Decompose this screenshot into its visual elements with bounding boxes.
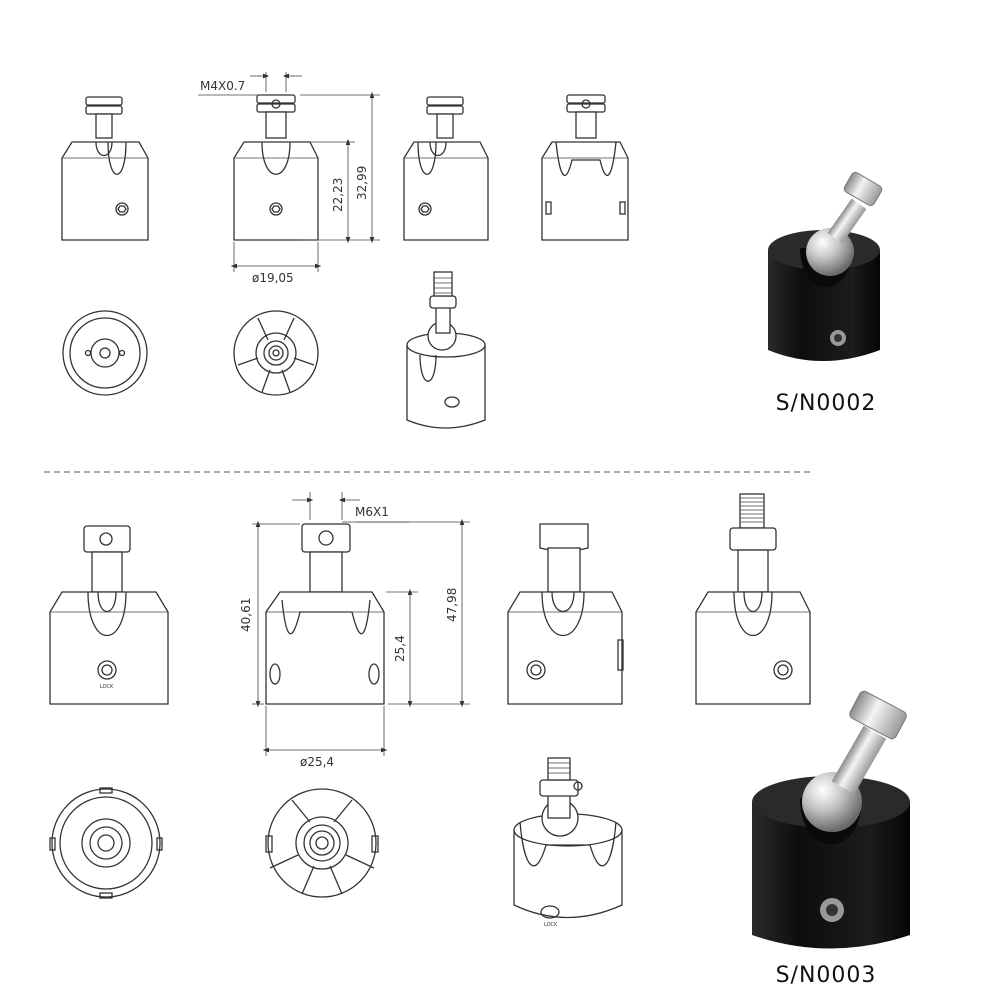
bottom-thread-label: M6X1 <box>355 505 389 519</box>
bottom-product-photo <box>752 690 910 949</box>
bottom-front-view-4 <box>695 493 811 705</box>
lock-label: LOCK <box>100 684 114 690</box>
bottom-top-view <box>265 788 379 898</box>
top-product-photo <box>768 171 883 361</box>
bottom-front-view-3 <box>507 523 624 705</box>
top-front-view-3 <box>403 96 489 241</box>
lock-label-iso: LOCK <box>544 922 558 928</box>
bottom-height-body: 25,4 <box>393 635 407 662</box>
bottom-height-total: 47,98 <box>445 588 459 622</box>
bottom-serial-number: S/N0003 <box>776 963 877 988</box>
top-front-view-1 <box>61 96 149 241</box>
top-isometric-view <box>406 271 486 429</box>
bottom-isometric-view: LOCK <box>513 757 623 928</box>
bottom-diameter: ø25,4 <box>300 755 334 769</box>
top-thread-label: M4X0.7 <box>200 79 245 93</box>
bottom-dimensions: M6X1 47,98 40,61 25,4 ø25,4 <box>239 492 470 769</box>
top-diameter: ø19,05 <box>252 271 294 285</box>
top-serial-number: S/N0002 <box>776 391 877 416</box>
top-front-view-2 <box>233 94 319 241</box>
top-height-body: 22,23 <box>331 178 345 212</box>
bottom-front-view-1: LOCK <box>49 525 169 705</box>
top-dimensions: M4X0.7 32,99 22,23 ø19,05 <box>198 72 380 285</box>
top-front-view-4 <box>541 94 629 241</box>
bottom-bottom-view <box>49 787 163 899</box>
bottom-front-view-2 <box>265 523 385 705</box>
bottom-height-left: 40,61 <box>239 598 253 632</box>
top-top-view <box>233 310 319 396</box>
top-bottom-view-1 <box>62 310 148 396</box>
top-height-total: 32,99 <box>355 166 369 200</box>
